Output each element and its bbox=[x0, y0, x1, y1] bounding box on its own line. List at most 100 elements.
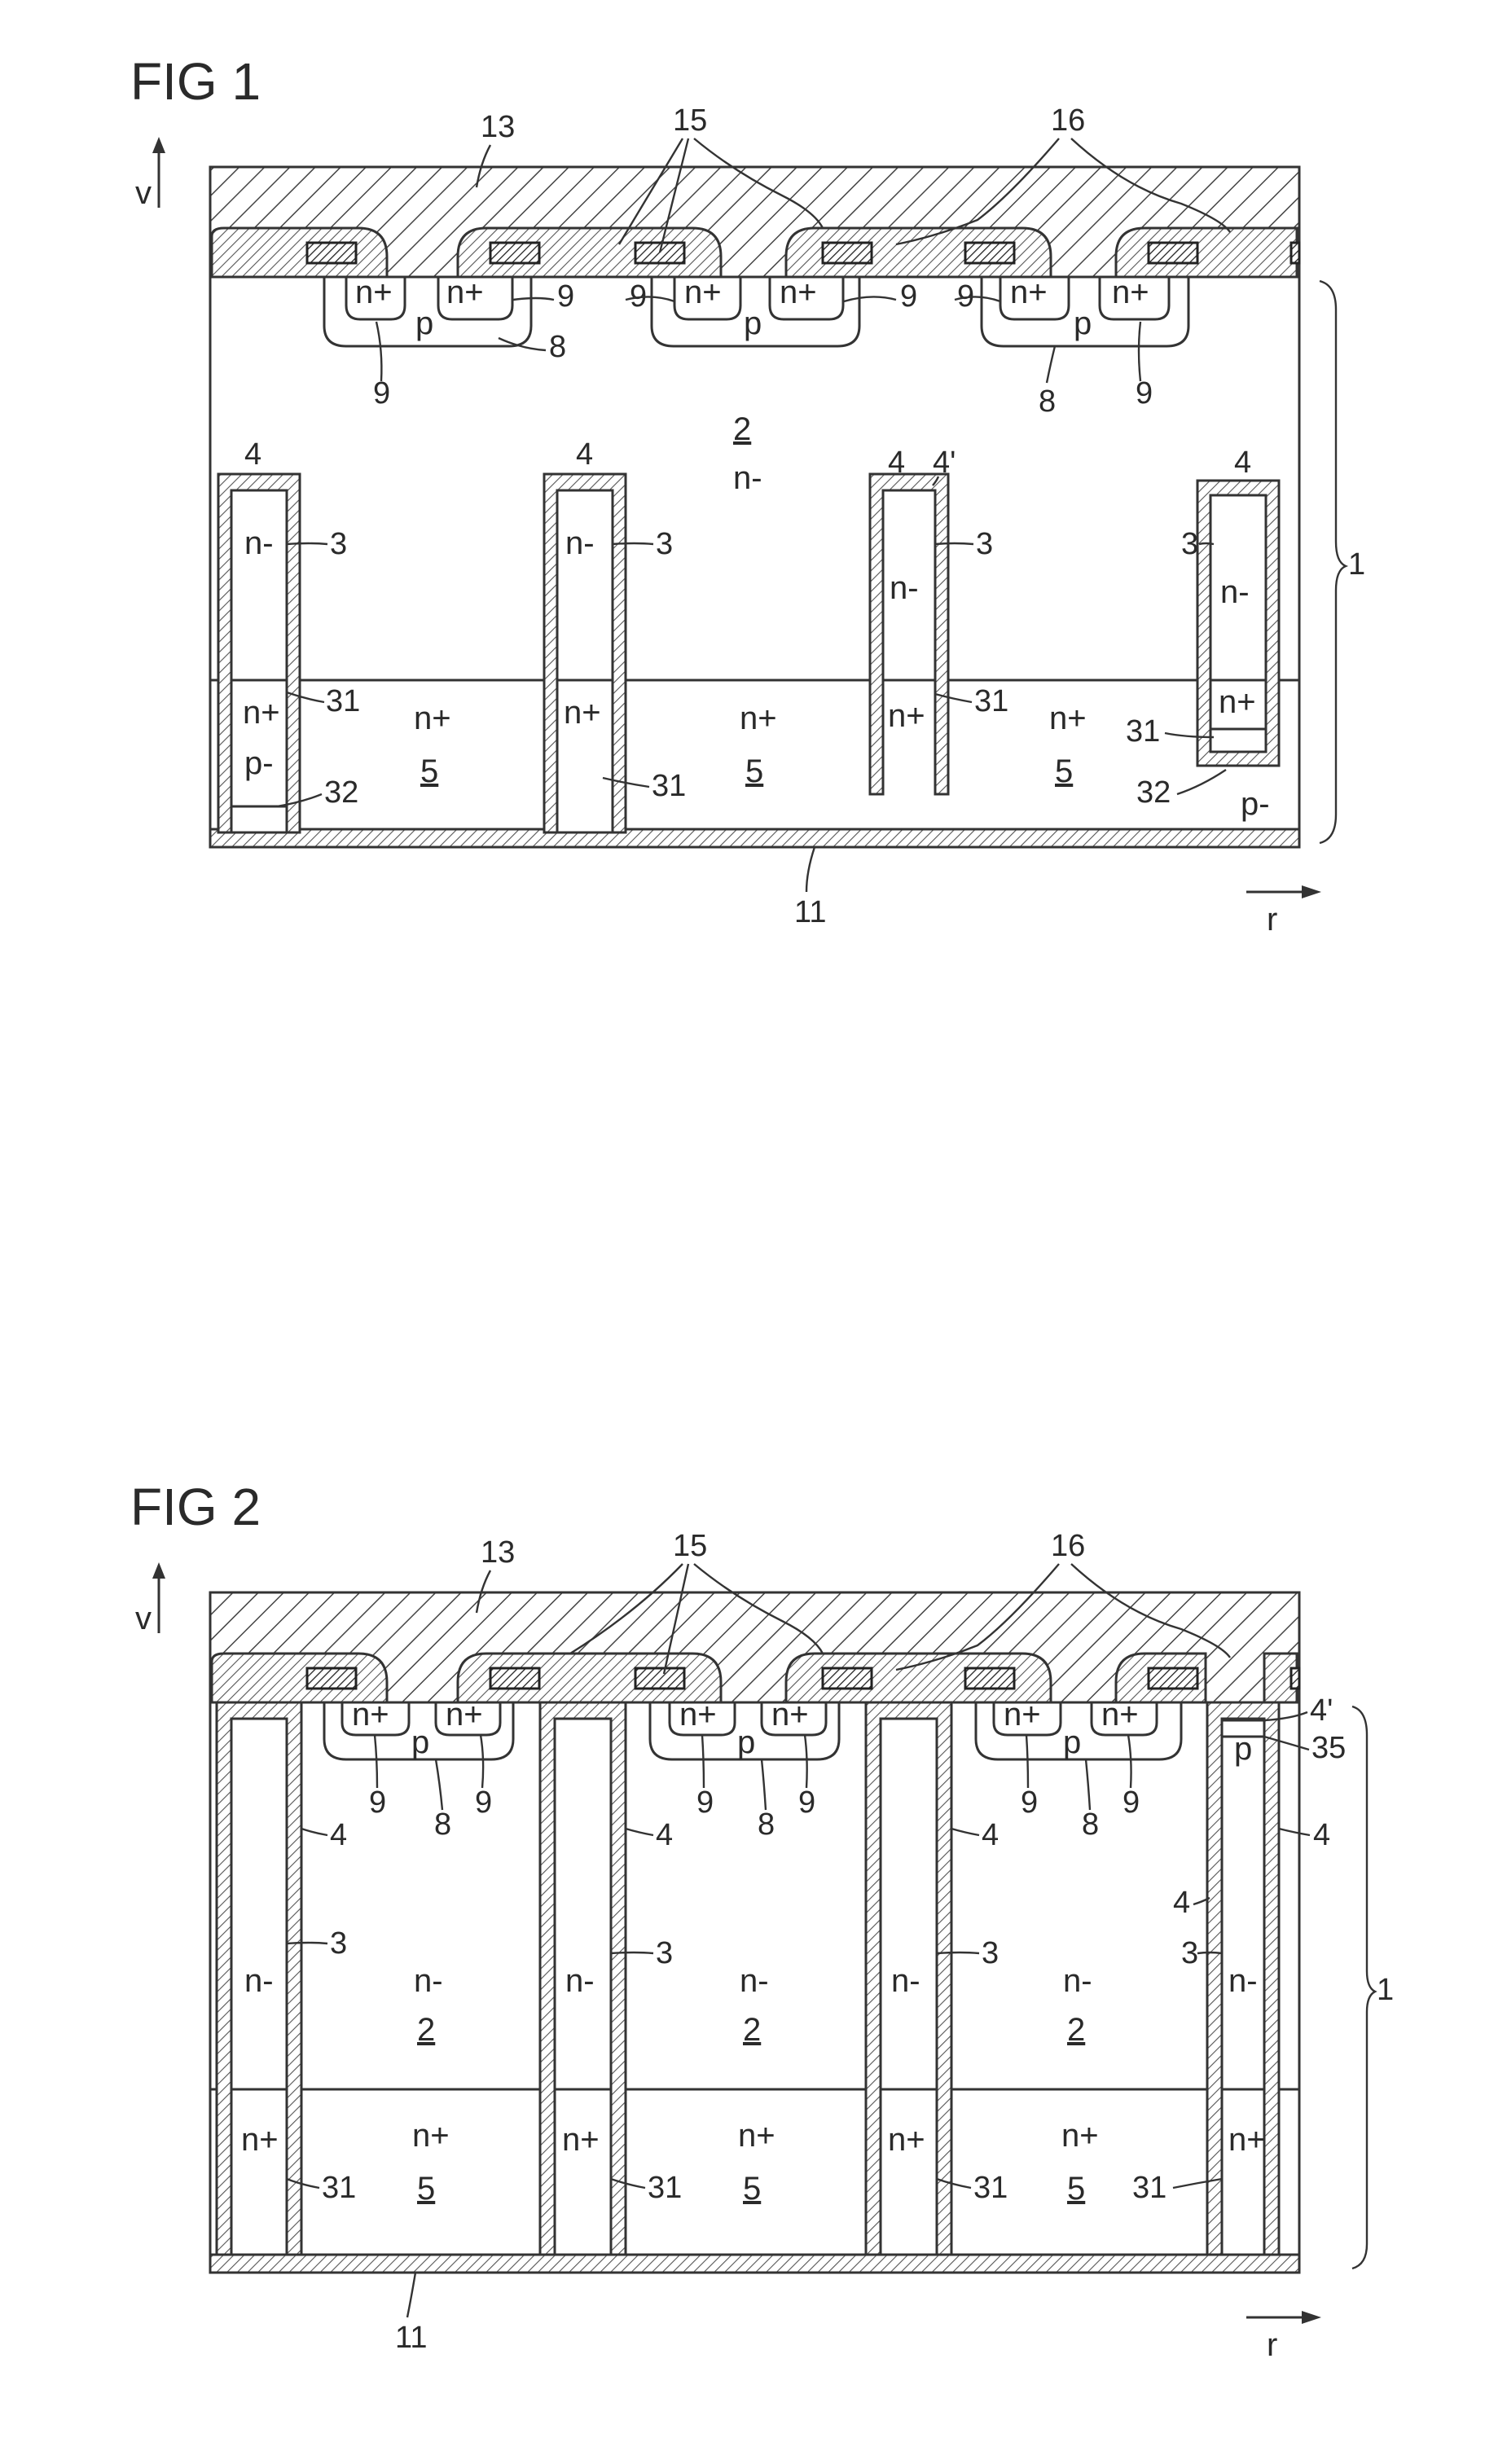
substrate-doping-1: n+ bbox=[412, 2118, 450, 2154]
ref-16: 16 bbox=[1051, 1529, 1085, 1563]
ref-31-c: 31 bbox=[974, 684, 1008, 718]
fill-pminus-1: p- bbox=[244, 745, 274, 781]
ref-9-c: 9 bbox=[696, 1785, 714, 1820]
fill-p-4: p bbox=[1234, 1731, 1252, 1767]
region-labels: 2 n- n+ 5 n+ 5 n+ 5 p- bbox=[414, 411, 1270, 822]
ref-4-prime: 4' bbox=[1310, 1693, 1333, 1728]
fill-nminus-3: n- bbox=[891, 1963, 920, 1999]
ref-31-b: 31 bbox=[648, 2171, 682, 2205]
source-nplus-5: n+ bbox=[1010, 275, 1048, 310]
substrate-doping-3: n+ bbox=[1049, 701, 1087, 736]
source-nplus-3: n+ bbox=[684, 275, 722, 310]
ref-31-d: 31 bbox=[1132, 2171, 1166, 2205]
ref-15: 15 bbox=[673, 1529, 707, 1563]
body-p-1: p bbox=[415, 305, 433, 341]
substrate-doping-1: n+ bbox=[414, 701, 451, 736]
ref-3-d: 3 bbox=[1181, 1936, 1198, 1970]
fill-nminus-3: n- bbox=[890, 570, 919, 606]
horizontal-axis-label: r bbox=[1267, 2327, 1277, 2363]
fill-nplus-3: n+ bbox=[888, 698, 925, 734]
figure-title: FIG 1 bbox=[130, 52, 261, 111]
substrate-doping-2: n+ bbox=[740, 701, 777, 736]
ref-9-b: 9 bbox=[475, 1785, 492, 1820]
ref-8-a: 8 bbox=[549, 330, 566, 364]
trench-2: n- n+ bbox=[544, 474, 626, 832]
fill-nminus-2: n- bbox=[565, 1963, 595, 1999]
ref-9-b: 9 bbox=[1136, 376, 1153, 411]
horizontal-axis-arrow: r bbox=[1246, 885, 1321, 938]
ref-31-a: 31 bbox=[322, 2171, 356, 2205]
fill-nplus-1: n+ bbox=[241, 2122, 279, 2158]
ref-9-f: 9 bbox=[1123, 1785, 1140, 1820]
fill-nplus-4: n+ bbox=[1219, 684, 1256, 720]
ref-9-e: 9 bbox=[900, 279, 917, 314]
source-nplus-3: n+ bbox=[679, 1697, 717, 1733]
trench-1: n- n+ p- bbox=[218, 474, 300, 832]
ref-3-a: 3 bbox=[330, 1926, 347, 1961]
ref-4-a: 4 bbox=[330, 1818, 347, 1852]
ref-9-a: 9 bbox=[369, 1785, 386, 1820]
ref-13: 13 bbox=[481, 1535, 515, 1570]
drain-metallization bbox=[210, 829, 1299, 847]
figure-2: FIG 2 v r bbox=[130, 1478, 1394, 2363]
substrate-number-3: 5 bbox=[1067, 2171, 1085, 2207]
ref-11: 11 bbox=[395, 2321, 427, 2355]
drift-number-3: 2 bbox=[1067, 2012, 1085, 2048]
drift-doping-2: n- bbox=[740, 1963, 769, 1999]
ref-31-a: 31 bbox=[326, 684, 360, 718]
drift-number-1: 2 bbox=[417, 2012, 435, 2048]
substrate-doping-3: n+ bbox=[1061, 2118, 1099, 2154]
drift-zone-number: 2 bbox=[733, 411, 751, 447]
ref-31-b: 31 bbox=[652, 769, 686, 803]
ref-13: 13 bbox=[481, 110, 515, 144]
ref-4-b: 4 bbox=[576, 437, 593, 472]
ref-4-b: 4 bbox=[656, 1818, 673, 1852]
fill-nminus-1: n- bbox=[244, 525, 274, 561]
body-p-3: p bbox=[1074, 305, 1092, 341]
figure-1: FIG 1 v r bbox=[130, 52, 1365, 938]
trench-1: n- n+ bbox=[217, 1702, 301, 2255]
ref-4-c: 4 bbox=[982, 1818, 999, 1852]
fill-nminus-2: n- bbox=[565, 525, 595, 561]
substrate-number-1: 5 bbox=[420, 753, 438, 789]
trench-4: n- n+ p bbox=[1207, 1702, 1279, 2255]
substrate-number-1: 5 bbox=[417, 2171, 435, 2207]
body-p-1: p bbox=[411, 1724, 429, 1760]
source-nplus-6: n+ bbox=[1101, 1697, 1139, 1733]
substrate-number-2: 5 bbox=[743, 2171, 761, 2207]
ref-1: 1 bbox=[1377, 1973, 1394, 2007]
ref-31-c: 31 bbox=[973, 2171, 1008, 2205]
fill-nplus-1: n+ bbox=[243, 695, 280, 731]
trench-3: n- n+ bbox=[866, 1702, 951, 2255]
horizontal-axis-arrow: r bbox=[1246, 2311, 1321, 2363]
ref-31-d: 31 bbox=[1126, 714, 1160, 749]
ref-8-a: 8 bbox=[434, 1807, 451, 1842]
source-nplus-4: n+ bbox=[780, 275, 817, 310]
trench-4: n- n+ bbox=[1197, 481, 1279, 766]
vertical-axis-label: v bbox=[135, 175, 152, 211]
fill-nplus-2: n+ bbox=[562, 2122, 600, 2158]
drain-metallization bbox=[210, 2255, 1299, 2273]
source-nplus-2: n+ bbox=[446, 1697, 483, 1733]
horizontal-axis-label: r bbox=[1267, 902, 1277, 938]
substrate-number-2: 5 bbox=[745, 753, 763, 789]
ref-9-a: 9 bbox=[373, 376, 390, 411]
ref-3-b: 3 bbox=[656, 1936, 673, 1970]
drift-number-2: 2 bbox=[743, 2012, 761, 2048]
fill-nplus-4: n+ bbox=[1228, 2122, 1266, 2158]
ref-4-prime: 4' bbox=[933, 446, 956, 480]
ref-8-b: 8 bbox=[758, 1807, 775, 1842]
ref-35: 35 bbox=[1311, 1731, 1346, 1765]
ref-4-a: 4 bbox=[244, 437, 261, 472]
substrate-doping-2: n+ bbox=[738, 2118, 775, 2154]
ref-32-b: 32 bbox=[1136, 775, 1171, 810]
ref-8-c: 8 bbox=[1082, 1807, 1099, 1842]
drift-zone-doping: n- bbox=[733, 460, 762, 496]
substrate-number-3: 5 bbox=[1055, 753, 1073, 789]
fill-nminus-4: n- bbox=[1228, 1963, 1258, 1999]
ref-9-c: 9 bbox=[557, 279, 574, 314]
ref-4-d: 4 bbox=[1313, 1818, 1330, 1852]
source-doping-labels: n+ n+ n+ n+ n+ n+ p p p bbox=[352, 1697, 1139, 1760]
vertical-axis-arrow: v bbox=[135, 137, 165, 211]
ref-4-e: 4 bbox=[1173, 1886, 1190, 1920]
